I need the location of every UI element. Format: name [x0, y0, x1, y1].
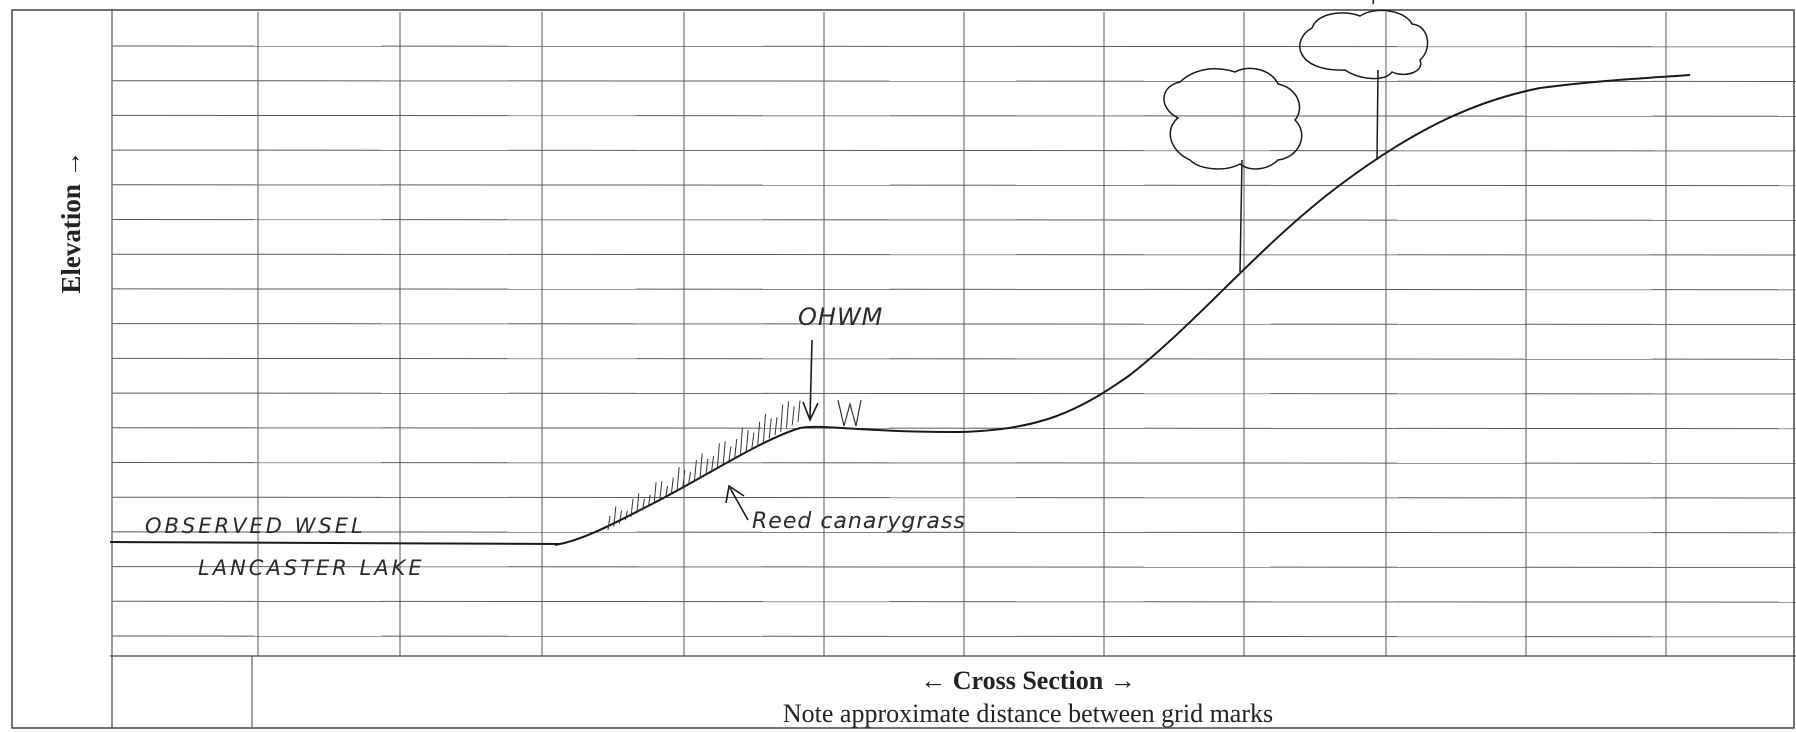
grid-horizontal-line [111, 149, 1796, 152]
grid-horizontal-line [111, 184, 1796, 187]
hatch-stroke [647, 494, 651, 508]
grid-horizontal-line [111, 253, 1796, 256]
hatch-stroke [670, 477, 674, 495]
hatch-stroke [619, 510, 622, 524]
grid-horizontal-line [111, 357, 1796, 360]
y-axis-label: Elevation → [56, 150, 86, 293]
ohwm-label: OHWM [798, 303, 883, 331]
hatch-stroke [636, 493, 640, 514]
water-surface-line [109, 541, 561, 545]
hatch-stroke [676, 467, 680, 491]
vegetation-arrow-head [725, 484, 745, 504]
hatch-stroke [797, 400, 801, 423]
grid-horizontal-line [111, 635, 1796, 638]
form-border [11, 9, 1795, 729]
hatch-stroke [711, 455, 715, 472]
grid-note: Note approximate distance between grid m… [783, 699, 1273, 728]
grid-horizontal-line [111, 114, 1796, 117]
grid-horizontal-line [111, 566, 1796, 568]
grid-horizontal-line [111, 288, 1796, 291]
water-label-line2: LANCASTER LAKE [198, 556, 425, 580]
hatch-stroke [786, 401, 789, 429]
hatch-stroke [791, 406, 795, 426]
grid-horizontal-line [111, 531, 1796, 534]
hatch-stroke [763, 413, 766, 442]
hatch-stroke [757, 421, 761, 445]
hatch-stroke [624, 510, 628, 521]
hatch-stroke [716, 443, 720, 468]
hatch-stroke [768, 418, 772, 439]
grid-horizontal-line [111, 392, 1796, 395]
hatch-stroke [659, 481, 663, 501]
tree [1163, 67, 1303, 273]
hatch-stroke [705, 458, 709, 475]
hatched-vegetation [607, 400, 801, 531]
hatch-stroke [780, 404, 784, 432]
grid-horizontal-line [111, 496, 1796, 499]
grid-horizontal-line [111, 80, 1796, 82]
ohwm-arrow [809, 339, 813, 419]
water-label-line1: OBSERVED WSEL [145, 514, 366, 538]
vegetation-tick-mark [837, 399, 862, 427]
hatch-stroke [722, 441, 726, 465]
grid-horizontal-line [111, 323, 1796, 325]
hatch-stroke [693, 460, 697, 481]
hatch-stroke [734, 439, 738, 459]
tree [1299, 0, 1429, 161]
hatch-stroke [774, 417, 778, 436]
ground-profile [554, 74, 1691, 546]
x-axis-label: ← Cross Section → [920, 666, 1135, 695]
grid-horizontal-line [111, 462, 1796, 464]
grid-horizontal-line [111, 45, 1796, 48]
hatch-stroke [728, 446, 732, 462]
vegetation-label: Reed canarygrass [752, 509, 966, 534]
grid-horizontal-line [111, 219, 1796, 221]
hatch-stroke [630, 498, 634, 517]
grid-horizontal-line [111, 600, 1796, 603]
grid [111, 12, 1796, 656]
hatch-stroke [751, 432, 755, 449]
hatch-stroke [688, 471, 692, 485]
hatch-stroke [607, 515, 611, 531]
ohwm-arrow-head [802, 401, 819, 423]
hatch-stroke [699, 453, 703, 478]
hatch-stroke [665, 485, 669, 498]
hatch-stroke [739, 427, 743, 455]
hatch-stroke [682, 470, 686, 488]
vegetation-arrow [729, 487, 749, 521]
hatch-stroke [642, 498, 645, 511]
hatch-stroke [613, 506, 617, 527]
hatch-stroke [745, 429, 749, 452]
grid-horizontal-line [111, 427, 1796, 430]
hatch-stroke [653, 482, 657, 504]
